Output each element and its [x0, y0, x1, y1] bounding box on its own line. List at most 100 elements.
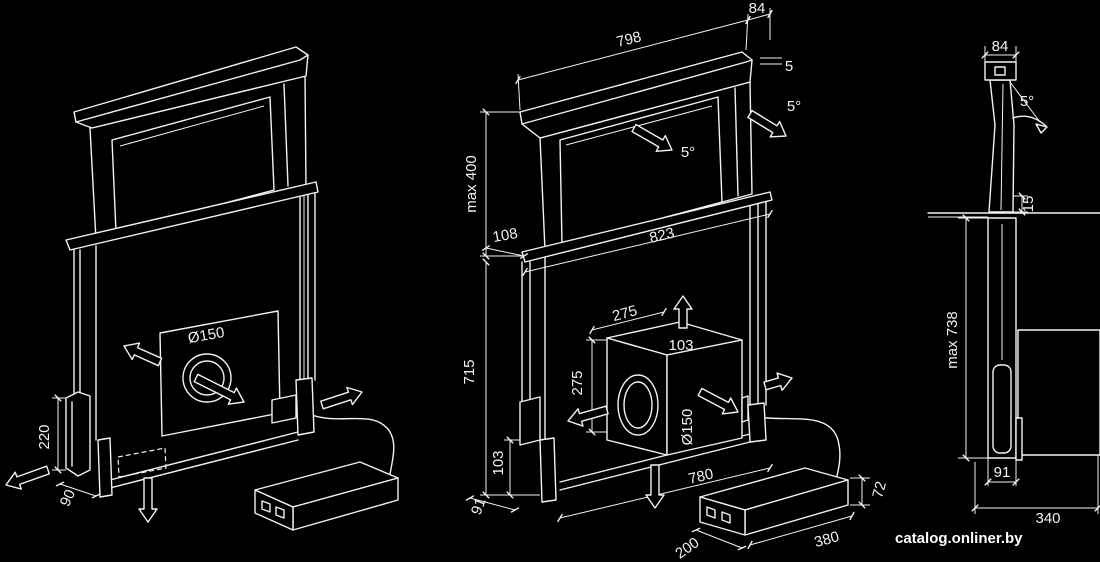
- label-duct-diameter: Ø150: [187, 324, 226, 347]
- label-box-height: 275: [569, 370, 586, 395]
- cable: [765, 417, 841, 481]
- flow-arrow: [673, 295, 693, 329]
- dimension-line: [524, 213, 771, 273]
- collar: [521, 191, 773, 263]
- label-collar-width: 823: [648, 225, 676, 247]
- flow-arrow: [320, 386, 363, 410]
- dimension-tick: [737, 545, 747, 551]
- label-cabinet-depth: 340: [1035, 510, 1060, 527]
- flow-arrow: [123, 342, 163, 367]
- dimension-tick: [515, 75, 521, 85]
- head-edge: [1000, 83, 1004, 211]
- hood-head-edge: [75, 54, 309, 123]
- label-top-offset: 5: [785, 58, 793, 75]
- label-control-width: 380: [813, 528, 842, 551]
- glass-edge: [119, 105, 265, 147]
- motor-profile: [992, 364, 1012, 454]
- flow-arrow: [697, 387, 739, 415]
- flow-arrow: [747, 109, 787, 138]
- dimension-tick: [745, 15, 751, 25]
- dimension-line: [747, 13, 771, 21]
- dimension-tick: [506, 436, 514, 444]
- dimension-tick: [589, 325, 595, 335]
- label-foot-height: 220: [36, 424, 53, 449]
- dimension-line: [749, 515, 853, 546]
- collar: [65, 181, 319, 251]
- label-collar-depth: 108: [491, 225, 519, 246]
- dimension-tick: [747, 540, 753, 550]
- dimension-tick: [1018, 208, 1026, 216]
- base-rail: [109, 431, 299, 481]
- dimension-tick: [849, 511, 855, 521]
- label-body-height: 715: [461, 359, 478, 384]
- flow-arrow: [631, 123, 673, 153]
- dimension-line: [559, 467, 771, 519]
- label-top-width: 798: [615, 28, 643, 51]
- duct-outlet-inner: [189, 360, 225, 396]
- tilt-line: [1009, 81, 1041, 123]
- head-cap-detail: [994, 66, 1006, 76]
- dimension-tick: [858, 501, 866, 509]
- tilt-arc: [1012, 115, 1047, 127]
- flow-arrow: [645, 464, 665, 509]
- cabinet: [1017, 329, 1100, 456]
- control-box-end: [254, 489, 294, 531]
- dimension-tick: [1018, 192, 1026, 200]
- dimension-tick: [54, 466, 62, 474]
- label-control-height: 72: [869, 480, 890, 501]
- dimension-tick: [767, 209, 773, 219]
- service-opening: [117, 447, 167, 478]
- dimension-tick: [91, 493, 101, 499]
- label-tilt-side: 5°: [787, 98, 801, 115]
- connector-port: [261, 500, 271, 513]
- dimension-tick: [510, 507, 520, 513]
- dimension-line: [591, 311, 665, 331]
- flow-arrows: [5, 109, 793, 523]
- flow-arrow: [567, 405, 609, 427]
- dimension-line: [695, 529, 743, 549]
- dimension-tick: [557, 513, 563, 523]
- label-head-lip: 15: [1020, 196, 1037, 213]
- dimension-tick: [767, 9, 773, 19]
- dimension-tick: [661, 307, 667, 317]
- base-rail: [109, 439, 299, 489]
- label-box-width: 275: [611, 302, 640, 325]
- dimension-line: [517, 19, 749, 81]
- dimension-tick: [522, 267, 528, 277]
- dimension-tick: [482, 108, 490, 116]
- dimension-tick: [481, 245, 491, 251]
- dimension-tick: [981, 51, 989, 59]
- dimension-tick: [482, 252, 490, 260]
- label-box-duct: Ø150: [679, 409, 696, 446]
- dimension-tick: [858, 474, 866, 482]
- dimension-tick: [482, 258, 490, 266]
- label-column-depth: 91: [994, 464, 1011, 481]
- front-view: [480, 8, 870, 536]
- dimension-tick: [767, 463, 773, 473]
- labels: Ø150 220 90 798 84 5 5° 5° max 400 108 8…: [36, 0, 1061, 562]
- left-view: [52, 46, 399, 531]
- dimension-tick: [1012, 51, 1020, 59]
- panel-side-edge: [734, 87, 739, 197]
- fan-box-outlet-inner: [623, 381, 653, 429]
- hood-head-edge: [521, 59, 753, 125]
- connector-port: [275, 506, 285, 519]
- tilt-arrowhead: [1035, 123, 1048, 134]
- dimension-tick: [1012, 478, 1020, 486]
- label-head-height: max 400: [463, 155, 480, 213]
- dimension-tick: [482, 491, 490, 499]
- flow-arrow: [193, 373, 245, 405]
- dimension-tick: [962, 454, 970, 462]
- dimension-line: [469, 497, 516, 511]
- dimension-tick: [971, 504, 979, 512]
- dimension-tick: [465, 495, 475, 501]
- foot-bracket: [65, 391, 91, 477]
- foot-bracket: [519, 396, 541, 446]
- foot: [295, 377, 315, 436]
- dimension-tick: [519, 253, 529, 259]
- dimension-tick: [54, 394, 62, 402]
- label-tilt-inner: 5°: [681, 144, 695, 161]
- dimension-tick: [506, 491, 514, 499]
- dimension-tick: [691, 527, 701, 533]
